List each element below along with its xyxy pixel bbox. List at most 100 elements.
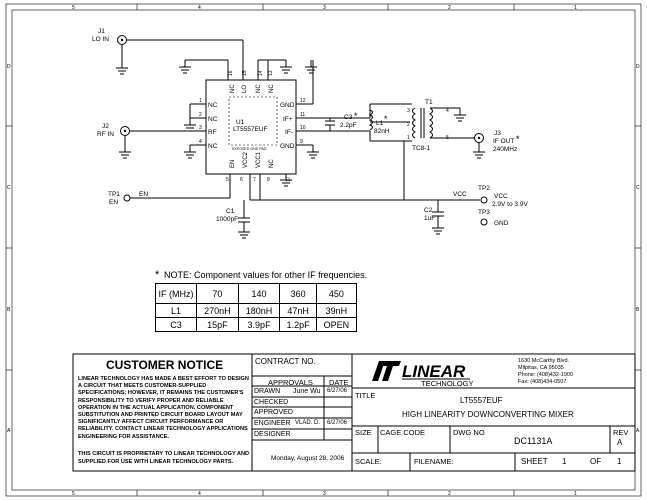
- linear-technology-logo: LINEAR TECHNOLOGY: [372, 361, 474, 388]
- col-label: 3: [323, 5, 326, 11]
- customer-notice-title: CUSTOMER NOTICE: [106, 358, 224, 372]
- print-date: Monday, August 28, 2006: [271, 455, 345, 462]
- address-line: 1630 McCarthy Blvd.: [518, 358, 570, 364]
- filename-label: FILENAME:: [414, 457, 454, 466]
- sheet-label: SHEET: [521, 457, 548, 466]
- outer-border: [5, 3, 642, 497]
- table-cell: 3.9pF: [237, 317, 281, 332]
- row-label: C: [636, 185, 640, 191]
- table-cell: C3: [155, 317, 197, 332]
- svg-text:EN: EN: [139, 191, 148, 198]
- svg-text:1000pF: 1000pF: [216, 216, 238, 223]
- tp1-en-testpoint: TP1 EN EN: [108, 174, 231, 206]
- capacitor-c1: C1 1000pF: [216, 200, 250, 239]
- table-row: L1 270nH 180nH 47nH 39nH: [155, 303, 358, 318]
- col-label: 1: [574, 5, 577, 11]
- svg-text:VCC2: VCC2: [243, 151, 249, 168]
- svg-text:NC: NC: [269, 84, 275, 93]
- drawn-date: 6/27/06: [327, 388, 348, 394]
- svg-text:1: 1: [407, 135, 410, 141]
- svg-text:GND: GND: [280, 143, 295, 150]
- transformer-t1: T1 3 2 1 4 5 TC8-1: [407, 99, 474, 152]
- table-row: C3 15pF 3.9pF 1.2pF OPEN: [155, 317, 358, 332]
- svg-text:*: *: [516, 134, 520, 144]
- inner-border: [11, 9, 636, 491]
- title-label: TITLE: [355, 391, 376, 400]
- col-label: 1: [574, 491, 577, 497]
- col-label: 5: [72, 491, 75, 497]
- col-label: 2: [448, 5, 451, 11]
- j2-rf-in-connector: J2 RF IN: [97, 123, 206, 159]
- svg-text:10: 10: [300, 125, 306, 131]
- svg-text:NC: NC: [256, 84, 262, 93]
- dwg-number: DC1131A: [514, 436, 553, 446]
- row-label: B: [7, 307, 11, 313]
- row-label: B: [636, 307, 640, 313]
- table-cell: L1: [155, 303, 197, 318]
- table-header: 360: [279, 283, 317, 304]
- row-label: A: [7, 428, 11, 434]
- svg-text:4: 4: [199, 139, 202, 145]
- row-label: D: [7, 64, 11, 70]
- svg-text:T1: T1: [425, 99, 433, 106]
- svg-text:NC: NC: [208, 143, 218, 150]
- svg-text:RF: RF: [208, 129, 217, 136]
- svg-text:EXPOSED GND PAD: EXPOSED GND PAD: [232, 147, 267, 151]
- svg-text:82nH: 82nH: [374, 128, 390, 135]
- capacitor-c3: C3 * 2.2pF: [325, 111, 358, 131]
- table-cell: 1.2pF: [279, 317, 317, 332]
- designer-label: DESIGNER: [254, 431, 291, 438]
- address-line: Milpitas, CA 95035: [518, 365, 564, 371]
- svg-text:GND: GND: [494, 220, 509, 227]
- svg-text:3: 3: [407, 108, 410, 114]
- svg-text:RF IN: RF IN: [97, 131, 114, 138]
- svg-text:C1: C1: [226, 208, 235, 215]
- svg-text:1uF: 1uF: [424, 215, 435, 222]
- sheet-number: 1: [562, 457, 567, 466]
- col-label: 2: [448, 491, 451, 497]
- svg-text:EN: EN: [109, 199, 118, 206]
- row-label: C: [7, 185, 11, 191]
- table-cell: 15pF: [196, 317, 239, 332]
- table-header: IF (MHz): [155, 283, 197, 304]
- table-header: 140: [237, 283, 281, 304]
- engineer-by: VLAD. D.: [295, 420, 321, 426]
- col-label: 3: [323, 491, 326, 497]
- dwg-no-label: DWG NO: [453, 428, 485, 437]
- col-label: 5: [72, 5, 75, 11]
- svg-text:LT5557EUF: LT5557EUF: [233, 126, 268, 133]
- table-cell: OPEN: [315, 317, 358, 332]
- col-label: 4: [198, 5, 201, 11]
- inductor-l1: L1 * 82nH: [368, 103, 412, 142]
- svg-text:C3: C3: [344, 114, 353, 121]
- drawn-by: June Wu: [293, 388, 321, 395]
- svg-text:TP3: TP3: [478, 209, 490, 216]
- svg-text:2.2pF: 2.2pF: [340, 122, 357, 129]
- approvals-label: APPROVALS: [268, 378, 313, 387]
- svg-text:12: 12: [300, 98, 306, 104]
- svg-text:2: 2: [199, 112, 202, 118]
- title-desc: HIGH LINEARITY DOWNCONVERTING MIXER: [402, 410, 574, 419]
- checked-label: CHECKED: [254, 399, 289, 406]
- vcc-net: VCC TP2 VCC 2.9V to 3.9V: [249, 141, 528, 208]
- svg-text:LINEAR: LINEAR: [402, 362, 466, 381]
- cage-code-label: CAGE CODE: [380, 428, 426, 437]
- j3-if-out-connector: J3 IF OUT * 240MHz: [473, 130, 520, 159]
- svg-text:LO: LO: [242, 85, 248, 93]
- svg-text:LO IN: LO IN: [92, 36, 109, 43]
- svg-text:IF OUT: IF OUT: [493, 138, 514, 145]
- scale-label: SCALE:: [355, 457, 382, 466]
- svg-text:TECHNOLOGY: TECHNOLOGY: [421, 379, 474, 388]
- table-header: 450: [315, 283, 358, 304]
- engineer-date: 6/27/06: [327, 420, 348, 426]
- rev-value: A: [617, 438, 623, 447]
- customer-notice-footer: THIS CIRCUIT IS PROPRIETARY TO LINEAR TE…: [78, 451, 250, 465]
- drawn-label: DRAWN: [254, 388, 281, 395]
- svg-text:J2: J2: [102, 123, 109, 130]
- svg-text:IF-: IF-: [285, 129, 293, 136]
- svg-text:16: 16: [228, 70, 234, 76]
- svg-text:17: 17: [286, 176, 292, 182]
- svg-text:U1: U1: [236, 119, 245, 126]
- approved-label: APPROVED: [254, 409, 293, 416]
- svg-text:VCC1: VCC1: [256, 151, 262, 168]
